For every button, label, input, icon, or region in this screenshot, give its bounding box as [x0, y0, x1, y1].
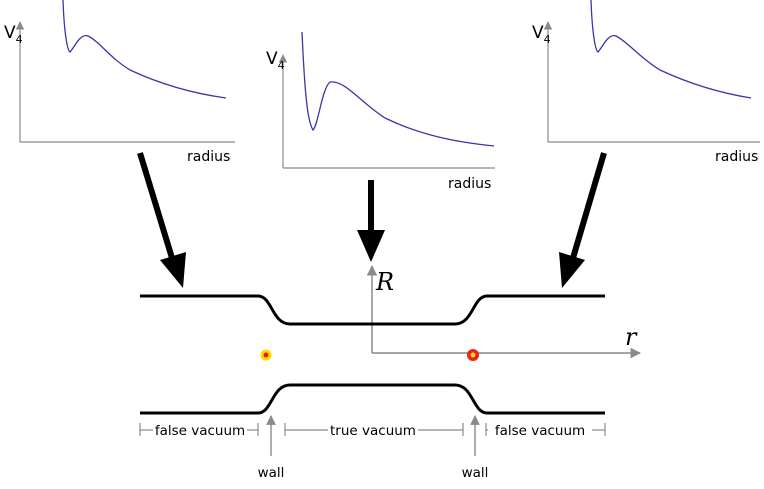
label-true-vacuum: true vacuum: [330, 423, 416, 439]
plot-middle-xlabel: radius: [448, 176, 491, 192]
potential-plot-middle: V4 radius: [266, 31, 495, 192]
plot-right-ylabel: V4: [532, 23, 551, 46]
arrow-right-head: [559, 252, 585, 288]
lower-profile-curve: [140, 383, 605, 415]
plot-right-xlabel: radius: [715, 149, 758, 165]
potential-plot-right: V4 radius: [532, 0, 760, 165]
potential-plot-left: V4 radius: [4, 0, 235, 165]
bubble-profile: [140, 294, 605, 415]
plot-right-potential-curve: [590, 0, 752, 99]
wall-pointers: [266, 415, 480, 456]
label-left-false-vacuum: false vacuum: [155, 423, 245, 439]
arrow-left-head: [160, 252, 186, 288]
plot-left-ylabel: V4: [4, 23, 23, 46]
plot-middle-potential-curve: [301, 31, 495, 147]
mapping-arrows: [137, 152, 607, 288]
plot-left-xlabel: radius: [187, 149, 230, 165]
arrow-right-shaft: [570, 152, 607, 259]
arrow-left-shaft: [137, 152, 175, 259]
R-axis-label: R: [375, 268, 394, 296]
upper-profile-curve: [140, 294, 605, 326]
left-dot: [263, 352, 269, 358]
region-brackets: [139, 423, 606, 436]
right-wall-label: wall: [462, 465, 489, 481]
plot-middle-ylabel: V4: [266, 49, 285, 72]
r-axis-label: r: [625, 323, 638, 351]
left-wall-label: wall: [258, 465, 285, 481]
plot-left-potential-curve: [62, 0, 227, 99]
radial-axes: R r: [366, 264, 642, 359]
markers: [260, 349, 479, 361]
arrow-middle-head: [357, 230, 385, 262]
right-dot: [470, 352, 476, 358]
label-right-false-vacuum: false vacuum: [495, 423, 585, 439]
